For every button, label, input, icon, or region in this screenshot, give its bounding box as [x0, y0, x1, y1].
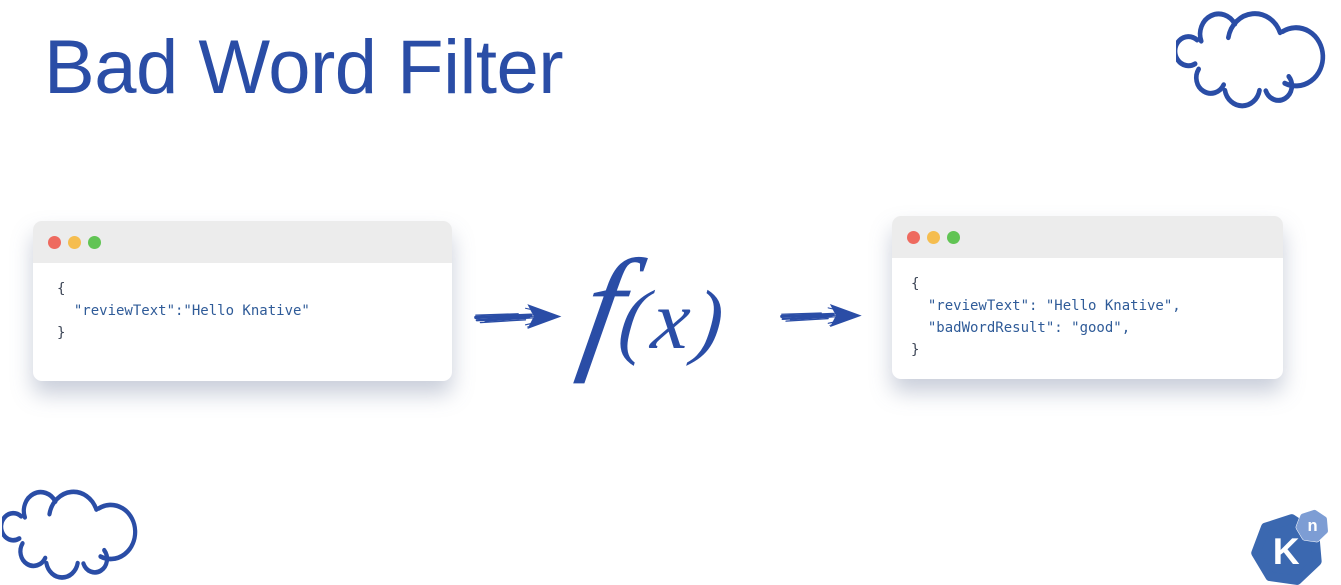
- window-titlebar: [33, 221, 452, 263]
- code-line: }: [911, 342, 920, 358]
- cloud-icon: [1176, 11, 1326, 109]
- close-button-icon[interactable]: [48, 235, 61, 249]
- code-line: "reviewText":"Hello Knative": [57, 303, 310, 319]
- logo-letter-k: K: [1273, 530, 1300, 572]
- output-code-window: { "reviewText": "Hello Knative", "badWor…: [892, 216, 1283, 379]
- function-args: (x): [615, 274, 734, 367]
- window-titlebar: [892, 216, 1283, 258]
- input-code-window: { "reviewText":"Hello Knative" }: [33, 221, 452, 381]
- cloud-icon: [2, 489, 138, 580]
- arrow-right-icon: [474, 304, 562, 329]
- close-button-icon[interactable]: [907, 230, 920, 244]
- maximize-button-icon[interactable]: [88, 235, 101, 249]
- code-line: {: [57, 281, 66, 297]
- code-area: { "reviewText": "Hello Knative", "badWor…: [892, 258, 1283, 361]
- logo-letter-n: n: [1308, 516, 1318, 535]
- arrow-right-icon: [780, 303, 862, 328]
- function-label: f(x): [572, 228, 734, 387]
- code-area: { "reviewText":"Hello Knative" }: [33, 263, 452, 344]
- code-line: {: [911, 276, 920, 292]
- knative-logo: K n: [1251, 509, 1329, 585]
- minimize-button-icon[interactable]: [927, 230, 940, 244]
- minimize-button-icon[interactable]: [68, 235, 81, 249]
- maximize-button-icon[interactable]: [947, 230, 960, 244]
- page-title: Bad Word Filter: [44, 25, 564, 110]
- code-line: "reviewText": "Hello Knative",: [911, 298, 1181, 314]
- code-line: "badWordResult": "good",: [911, 320, 1131, 336]
- code-line: }: [57, 325, 66, 341]
